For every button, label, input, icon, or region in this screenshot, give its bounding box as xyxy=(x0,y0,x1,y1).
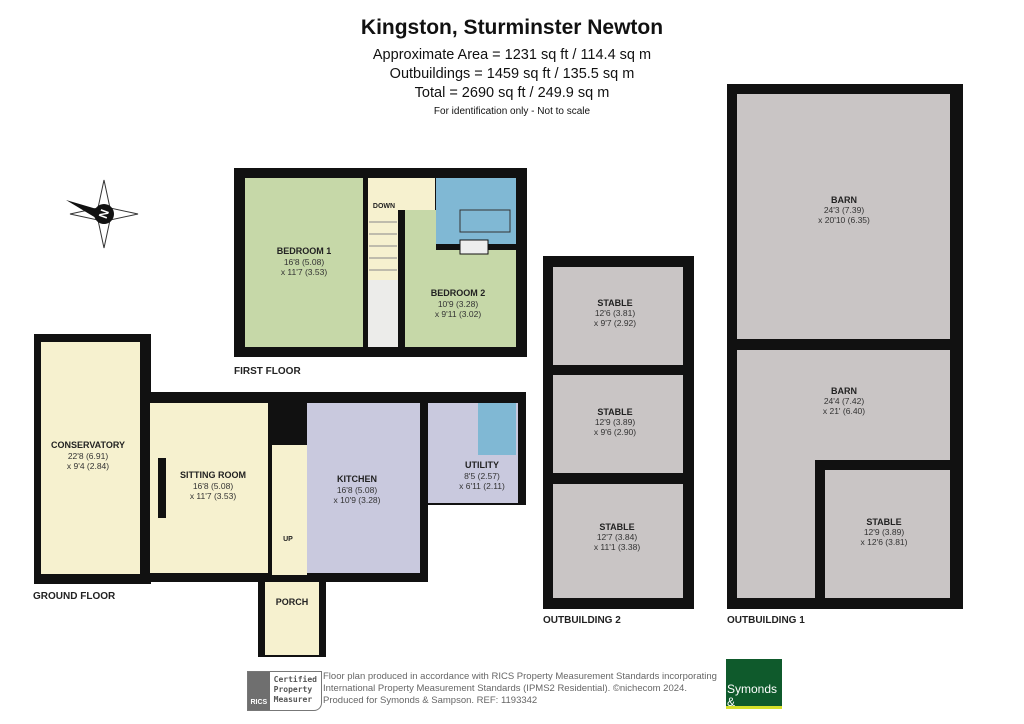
agent-logo: Symonds & Sampson xyxy=(726,659,782,722)
room-dimension: x 9'7 (2.92) xyxy=(594,318,636,328)
room-name: BARN xyxy=(831,386,857,396)
room-name: BEDROOM 2 xyxy=(431,288,486,298)
room-dimension: 12'6 (3.81) xyxy=(595,308,636,318)
room-dimension: x 9'11 (3.02) xyxy=(435,309,482,319)
fireplace xyxy=(158,458,166,518)
stable xyxy=(553,267,683,365)
first-floor-plan: DOWN BEDROOM 1 16'8 (5.08) x 11'7 (3.53)… xyxy=(234,168,527,377)
wardrobe xyxy=(459,239,489,255)
room-dimension: x 11'7 (3.53) xyxy=(281,267,328,277)
outbuilding-label: OUTBUILDING 1 xyxy=(727,615,805,626)
footer-line: International Property Measurement Stand… xyxy=(323,683,687,694)
floor-label: FIRST FLOOR xyxy=(234,366,301,377)
ground-floor-plan: CONSERVATORY 22'8 (6.91) x 9'4 (2.84) SI… xyxy=(33,334,528,657)
room-dimension: 24'4 (7.42) xyxy=(824,396,865,406)
room-dimension: x 11'7 (3.53) xyxy=(190,491,237,501)
compass-icon: N xyxy=(66,179,139,249)
room-name: BARN xyxy=(831,195,857,205)
room-name: KITCHEN xyxy=(337,474,377,484)
room-dimension: x 6'11 (2.11) xyxy=(459,481,505,491)
rics-logo: RICS xyxy=(248,672,270,710)
room-dimension: 16'8 (5.08) xyxy=(193,481,234,491)
room-dimension: 22'8 (6.91) xyxy=(68,451,109,461)
sitting-room xyxy=(150,403,268,573)
outbuilding-1-plan: BARN 24'3 (7.39) x 20'10 (6.35) BARN 24'… xyxy=(727,84,963,626)
total-area: Total = 2690 sq ft / 249.9 sq m xyxy=(414,85,610,101)
approximate-area: Approximate Area = 1231 sq ft / 114.4 sq… xyxy=(372,47,652,63)
room-dimension: 16'8 (5.08) xyxy=(284,257,325,267)
cupboard xyxy=(368,280,398,347)
barn xyxy=(737,350,950,460)
room-dimension: x 9'6 (2.90) xyxy=(594,427,636,437)
stable xyxy=(553,375,683,473)
outbuildings-area: Outbuildings = 1459 sq ft / 135.5 sq m xyxy=(389,66,635,82)
room-name: STABLE xyxy=(866,517,901,527)
floor-label: GROUND FLOOR xyxy=(33,591,116,602)
bedroom-2-entry xyxy=(405,210,436,250)
room-dimension: x 9'4 (2.84) xyxy=(67,461,109,471)
stable xyxy=(825,470,950,598)
room-dimension: 16'8 (5.08) xyxy=(337,485,378,495)
down-label: DOWN xyxy=(373,203,395,210)
room-name: PORCH xyxy=(276,597,309,607)
room-dimension: x 10'9 (3.28) xyxy=(334,495,381,505)
kitchen xyxy=(307,403,420,573)
conservatory xyxy=(41,342,140,574)
room-dimension: 10'9 (3.28) xyxy=(438,299,479,309)
room-name: STABLE xyxy=(599,522,634,532)
room-dimension: x 11'1 (3.38) xyxy=(594,542,641,552)
disclaimer: For identification only - Not to scale xyxy=(433,106,591,117)
room-name: SITTING ROOM xyxy=(180,470,246,480)
bath-icon xyxy=(459,209,511,233)
wall xyxy=(420,505,428,577)
room-name: UTILITY xyxy=(465,460,499,470)
rics-certification: Certified Property Measurer xyxy=(273,675,317,704)
exterior xyxy=(428,505,528,585)
room-dimension: x 12'6 (3.81) xyxy=(861,537,908,547)
room-name: STABLE xyxy=(597,407,632,417)
room-dimension: 12'9 (3.89) xyxy=(864,527,905,537)
room-dimension: 24'3 (7.39) xyxy=(824,205,865,215)
up-label: UP xyxy=(283,536,293,543)
room-dimension: 12'7 (3.84) xyxy=(597,532,638,542)
outbuilding-2-plan: STABLE 12'6 (3.81) x 9'7 (2.92) STABLE 1… xyxy=(543,256,694,626)
wc xyxy=(478,403,516,455)
page-title: Kingston, Sturminster Newton xyxy=(360,16,664,39)
porch xyxy=(265,582,319,655)
stable xyxy=(553,484,683,598)
outbuilding-label: OUTBUILDING 2 xyxy=(543,615,621,626)
barn xyxy=(737,460,815,598)
bedroom-1 xyxy=(245,178,363,347)
rics-badge: RICS Certified Property Measurer xyxy=(247,671,322,711)
landing xyxy=(368,178,435,210)
room-dimension: x 20'10 (6.35) xyxy=(818,215,870,225)
room-name: STABLE xyxy=(597,298,632,308)
hall-stairs xyxy=(272,445,307,575)
bedroom-2 xyxy=(405,250,516,347)
room-dimension: 8'5 (2.57) xyxy=(464,471,500,481)
footer-line: Produced for Symonds & Sampson. REF: 119… xyxy=(323,695,538,706)
room-dimension: x 21' (6.40) xyxy=(823,406,865,416)
barn xyxy=(737,94,950,339)
footer-text: Floor plan produced in accordance with R… xyxy=(323,671,843,707)
footer-line: Floor plan produced in accordance with R… xyxy=(323,671,717,682)
room-name: BEDROOM 1 xyxy=(277,246,332,256)
room-name: CONSERVATORY xyxy=(51,440,125,450)
room-dimension: 12'9 (3.89) xyxy=(595,417,636,427)
